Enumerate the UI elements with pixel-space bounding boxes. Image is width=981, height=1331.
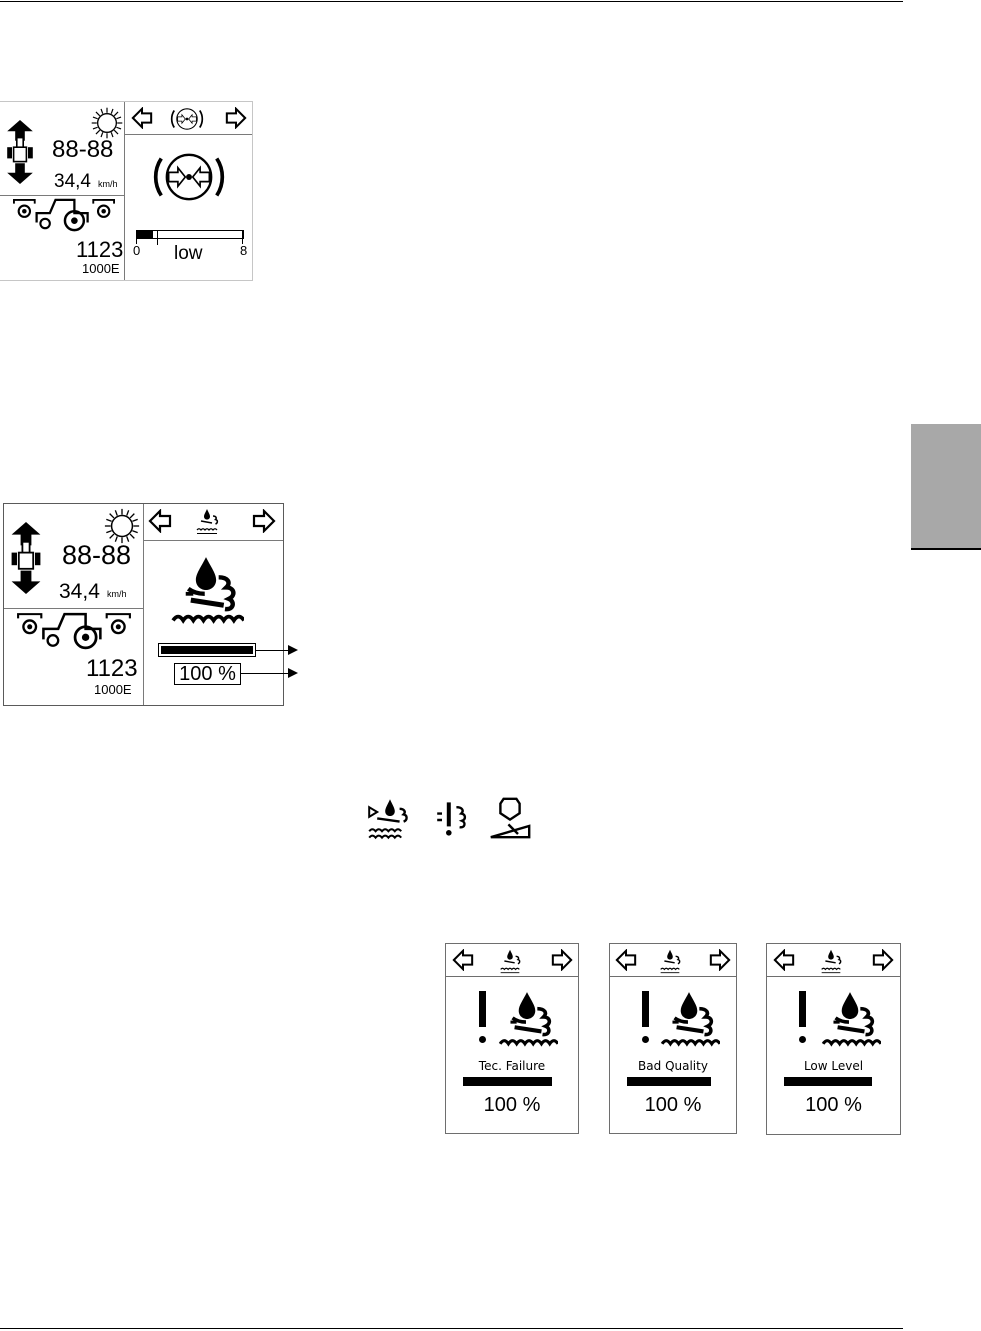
- status-screen-header-divider: [446, 976, 578, 977]
- clock-display: 88-88: [52, 138, 113, 162]
- quality-bar: [158, 643, 256, 657]
- percent-box: 100 %: [174, 663, 241, 685]
- status-label: Low Level: [767, 1059, 900, 1073]
- status-screen-header-divider: [767, 976, 900, 977]
- gauge-right-tick: [242, 230, 243, 244]
- water-drop-spray-icon: [192, 505, 222, 537]
- gauge-left-tick: [136, 230, 137, 244]
- gauge-max: 8: [240, 244, 247, 257]
- status-bar: [463, 1077, 552, 1086]
- display-b-divider: [143, 504, 144, 705]
- status-label: Bad Quality: [610, 1059, 736, 1073]
- water-drop-spray-large-icon: [168, 552, 244, 628]
- pto-mode: 1000E: [94, 683, 132, 696]
- level-gauge-fill: [137, 231, 153, 238]
- status-screen-header-divider: [610, 976, 736, 977]
- spray-drip-icon: [366, 796, 414, 844]
- display-b-left-divider: [4, 608, 143, 609]
- speed-value: 34,4: [59, 581, 100, 602]
- arrow-left-icon[interactable]: [773, 949, 795, 971]
- bottom-rule: [0, 1328, 903, 1329]
- water-drop-spray-icon: [656, 946, 684, 976]
- pto-rpm: 1123: [76, 239, 123, 261]
- status-percent: 100 %: [446, 1094, 578, 1117]
- status-screen-low-level: Low Level 100 %: [766, 943, 901, 1135]
- speed-unit: km/h: [107, 590, 127, 599]
- exclamation-bar: [642, 991, 649, 1027]
- arrow-left-icon[interactable]: [131, 107, 153, 129]
- gauge-label: low: [174, 244, 203, 263]
- display-a-divider: [124, 102, 125, 280]
- water-drop-spray-icon: [817, 946, 845, 976]
- status-bar: [627, 1077, 711, 1086]
- callout-arrow-bar: [288, 645, 298, 655]
- status-percent: 100 %: [767, 1094, 900, 1117]
- tank-fill-icon: [486, 794, 534, 842]
- speed-value: 34,4: [54, 172, 91, 191]
- warning-spray-icon: [426, 796, 474, 844]
- callout-line-percent: [241, 673, 292, 674]
- display-a: 88-88 34,4 km/h 1123 1000E 0 low 8: [0, 101, 253, 281]
- status-bar: [784, 1077, 872, 1086]
- arrow-right-icon[interactable]: [872, 949, 894, 971]
- water-drop-spray-icon: [496, 946, 524, 976]
- chapter-tab: [911, 424, 981, 550]
- display-a-header-divider: [124, 134, 252, 135]
- speed-unit: km/h: [98, 180, 118, 189]
- water-drop-spray-large-icon: [658, 988, 720, 1050]
- arrow-right-icon[interactable]: [551, 949, 573, 971]
- clock-display: 88-88: [62, 542, 131, 569]
- arrow-right-icon[interactable]: [252, 509, 276, 533]
- arrow-right-icon[interactable]: [709, 949, 731, 971]
- sun-icon: [90, 106, 124, 140]
- display-b: 88-88 34,4 km/h 1123 1000E 100 %: [3, 503, 284, 706]
- status-label: Tec. Failure: [446, 1059, 578, 1073]
- gauge-marker: [157, 231, 158, 245]
- exclamation-bar: [479, 991, 486, 1027]
- callout-arrow-percent: [288, 668, 298, 678]
- arrow-left-icon[interactable]: [452, 949, 474, 971]
- pto-mode: 1000E: [82, 262, 120, 275]
- water-drop-spray-large-icon: [819, 988, 881, 1050]
- status-percent: 100 %: [610, 1094, 736, 1117]
- display-a-left-divider: [0, 195, 124, 196]
- exclamation-dot: [479, 1036, 486, 1043]
- tractor-side-icon: [12, 198, 116, 232]
- level-gauge: [136, 230, 244, 239]
- status-screen-tec-failure: Tec. Failure 100 %: [445, 943, 579, 1134]
- callout-line-bar: [256, 650, 292, 651]
- exclamation-dot: [799, 1036, 806, 1043]
- lift-arrows-icon: [8, 512, 44, 604]
- pto-rpm: 1123: [86, 657, 138, 681]
- top-rule: [0, 1, 903, 2]
- arrow-right-icon[interactable]: [225, 107, 247, 129]
- tractor-side-icon: [16, 612, 132, 650]
- arrow-left-icon[interactable]: [148, 509, 172, 533]
- status-screen-bad-quality: Bad Quality 100 %: [609, 943, 737, 1134]
- lift-arrows-icon: [4, 110, 36, 194]
- quality-bar-fill: [161, 646, 253, 654]
- exclamation-bar: [799, 991, 806, 1027]
- axle-center-icon: [170, 106, 204, 132]
- gauge-min: 0: [133, 244, 140, 257]
- display-b-header-divider: [143, 540, 283, 541]
- axle-center-large-icon: [152, 149, 226, 205]
- arrow-left-icon[interactable]: [615, 949, 637, 971]
- exclamation-dot: [642, 1036, 649, 1043]
- water-drop-spray-large-icon: [496, 988, 558, 1050]
